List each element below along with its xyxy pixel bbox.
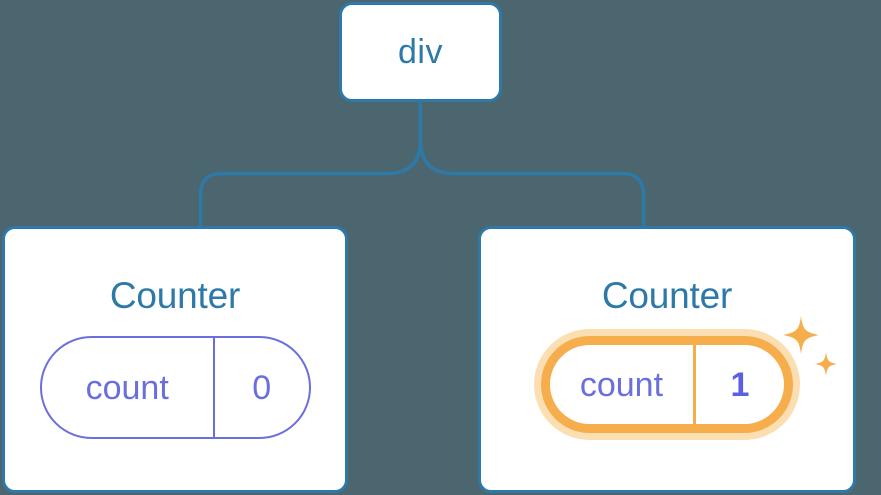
root-node-label: div	[398, 33, 443, 71]
state-value-label: 0	[252, 368, 272, 407]
component-title: Counter	[109, 275, 241, 316]
state-pill-wrapper: count 1	[541, 316, 837, 433]
state-pill-count-highlighted[interactable]: count 1	[541, 336, 793, 433]
sparkle-icon	[783, 316, 819, 354]
state-value-cell: 1	[696, 345, 784, 424]
sparkle-small-icon	[815, 352, 837, 376]
state-pill-count[interactable]: count 0	[39, 336, 311, 439]
state-pill-wrapper: count 0	[39, 336, 311, 439]
state-value-cell: 0	[215, 338, 309, 437]
node-counter-left[interactable]: Counter count 0	[2, 226, 348, 493]
component-title: Counter	[601, 275, 733, 316]
node-counter-right[interactable]: Counter count 1	[478, 226, 856, 493]
state-key-label: count	[85, 368, 169, 407]
state-key-cell: count	[550, 345, 696, 424]
state-key-label: count	[579, 365, 664, 404]
state-key-cell: count	[42, 338, 215, 437]
node-root-div[interactable]: div	[339, 2, 502, 102]
state-value-label: 1	[730, 365, 750, 404]
